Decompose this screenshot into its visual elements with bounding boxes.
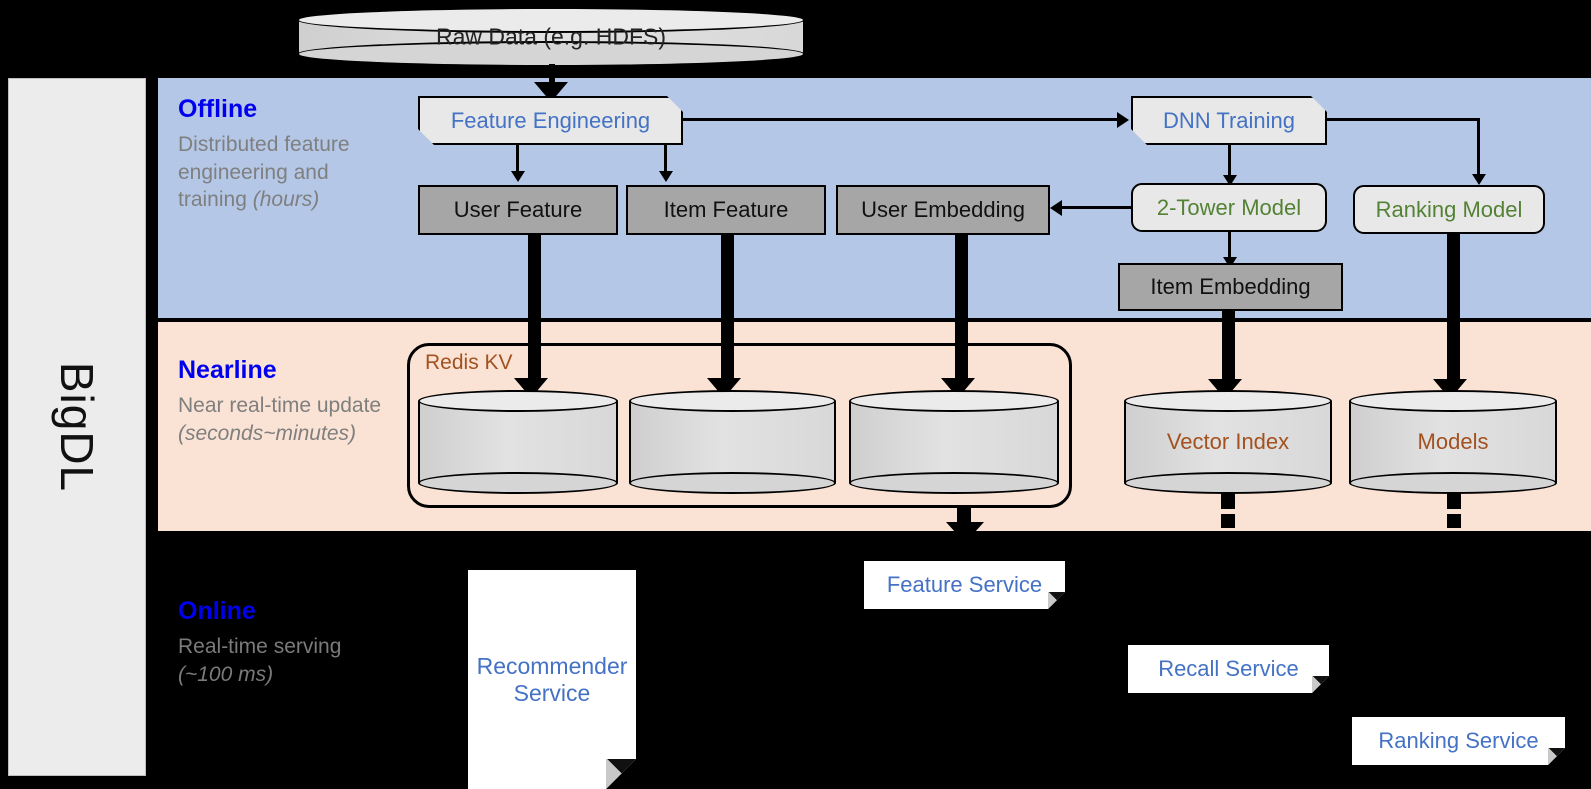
feature-service-label: Feature Service	[886, 572, 1043, 598]
arrowhead-fe-userfeature	[511, 171, 525, 182]
recommender-service-line2: Service	[513, 679, 591, 706]
connector-dnn-ranking-horizontal	[1327, 118, 1480, 121]
cylinder-bottom	[1124, 472, 1332, 494]
band-subtitle-online: Real-time serving (~100 ms)	[178, 635, 342, 686]
recommender-service-label: Recommender Service	[468, 652, 636, 706]
user-embedding-label: User Embedding	[861, 197, 1025, 223]
connector-fe-itemfeature	[664, 145, 667, 173]
arrowhead-dnn-twotower	[1223, 175, 1237, 186]
arrowhead-twotower-userembedding	[1050, 200, 1062, 216]
band-caption-offline: Offline Distributed feature engineering …	[178, 95, 393, 214]
connector-fe-dnn	[683, 118, 1117, 121]
arrowhead-twotower-itemembedding	[1223, 257, 1237, 268]
cylinder-top	[418, 390, 618, 412]
band-subtitle-offline: Distributed feature engineering and trai…	[178, 133, 350, 212]
redis-store-user-feature[interactable]	[418, 390, 618, 494]
vector-index-label: Vector Index	[1166, 429, 1290, 454]
connector-userfeature-store	[528, 235, 541, 385]
arrowhead-dnn-ranking	[1472, 174, 1486, 185]
cylinder-body	[629, 401, 836, 483]
feature-service-node[interactable]: Feature Service	[864, 561, 1065, 609]
item-embedding-node[interactable]: Item Embedding	[1118, 263, 1343, 311]
recommender-service-line1: Recommender	[476, 652, 628, 679]
cylinder-body	[849, 401, 1059, 483]
cylinder-bottom	[629, 472, 836, 494]
ranking-service-node[interactable]: Ranking Service	[1352, 717, 1565, 765]
band-caption-online: Online Real-time serving (~100 ms)	[178, 597, 393, 688]
connector-userembedding-store	[955, 235, 968, 385]
band-title-online: Online	[178, 597, 256, 625]
redis-kv-label: Redis KV	[425, 351, 513, 374]
item-feature-node[interactable]: Item Feature	[626, 185, 826, 235]
raw-data-label: Raw Data (e.g. HDFS)	[435, 23, 667, 50]
connector-redis-featureservice-dash	[957, 508, 971, 522]
redis-store-user-embedding[interactable]	[849, 390, 1059, 494]
connector-dnn-ranking-vertical	[1477, 118, 1480, 176]
cylinder-top	[849, 390, 1059, 412]
connector-models-ranking-dash2	[1447, 514, 1461, 528]
user-feature-node[interactable]: User Feature	[418, 185, 618, 235]
cylinder-bottom	[1349, 472, 1557, 494]
connector-vectorindex-recall-dash1	[1221, 492, 1235, 509]
item-embedding-label: Item Embedding	[1150, 274, 1311, 300]
arrowhead-redis-featureservice	[946, 522, 984, 543]
connector-rawdata-fe	[549, 64, 555, 86]
models-store[interactable]: Models	[1349, 390, 1557, 494]
bigdl-label: BigDL	[51, 361, 103, 493]
cylinder-top	[1124, 390, 1332, 412]
cylinder-top	[297, 7, 805, 33]
feature-engineering-label: Feature Engineering	[450, 107, 651, 133]
cylinder-body	[1349, 401, 1557, 483]
band-caption-nearline: Nearline Near real-time update (seconds~…	[178, 356, 393, 447]
connector-models-ranking-dash1	[1447, 492, 1461, 509]
band-title-nearline: Nearline	[178, 356, 277, 384]
redis-kv-container	[407, 343, 1072, 508]
bigdl-platform-rail: BigDL	[8, 78, 146, 776]
cylinder-top	[1349, 390, 1557, 412]
dnn-training-label: DNN Training	[1162, 107, 1296, 133]
cylinder-bottom	[849, 472, 1059, 494]
band-subtitle-nearline: Near real-time update (seconds~minutes)	[178, 394, 382, 445]
connector-vectorindex-recall-dash2	[1221, 514, 1235, 528]
connector-fe-userfeature	[516, 145, 519, 173]
cylinder-bottom	[418, 472, 618, 494]
arrowhead-fe-itemfeature	[659, 171, 673, 182]
ranking-model-node[interactable]: Ranking Model	[1353, 185, 1545, 234]
cylinder-top	[629, 390, 836, 412]
connector-twotower-userembedding	[1062, 206, 1132, 209]
ranking-model-label: Ranking Model	[1375, 196, 1523, 222]
user-embedding-node[interactable]: User Embedding	[836, 185, 1050, 235]
user-feature-label: User Feature	[453, 197, 583, 223]
connector-twotower-itemembedding	[1228, 232, 1231, 260]
two-tower-model-label: 2-Tower Model	[1156, 194, 1302, 220]
cylinder-body	[418, 401, 618, 483]
recommender-service-node[interactable]: Recommender Service	[468, 570, 636, 789]
connector-dnn-twotower	[1228, 145, 1231, 177]
connector-rankingmodel-models	[1447, 234, 1460, 386]
raw-data-store[interactable]: Raw Data (e.g. HDFS)	[297, 7, 805, 67]
connector-itemfeature-store	[721, 235, 734, 385]
band-title-offline: Offline	[178, 95, 258, 123]
two-tower-model-node[interactable]: 2-Tower Model	[1131, 183, 1327, 232]
vector-index-store[interactable]: Vector Index	[1124, 390, 1332, 494]
redis-store-item-feature[interactable]	[629, 390, 836, 494]
arrowhead-fe-dnn	[1117, 112, 1129, 128]
dnn-training-node[interactable]: DNN Training	[1131, 96, 1327, 145]
recall-service-node[interactable]: Recall Service	[1128, 645, 1329, 693]
item-feature-label: Item Feature	[663, 197, 789, 223]
ranking-service-label: Ranking Service	[1378, 728, 1539, 754]
models-label: Models	[1417, 429, 1489, 454]
connector-itemembedding-vectorindex	[1222, 311, 1235, 386]
recall-service-label: Recall Service	[1158, 656, 1299, 682]
cylinder-body	[1124, 401, 1332, 483]
feature-engineering-node[interactable]: Feature Engineering	[418, 96, 683, 145]
